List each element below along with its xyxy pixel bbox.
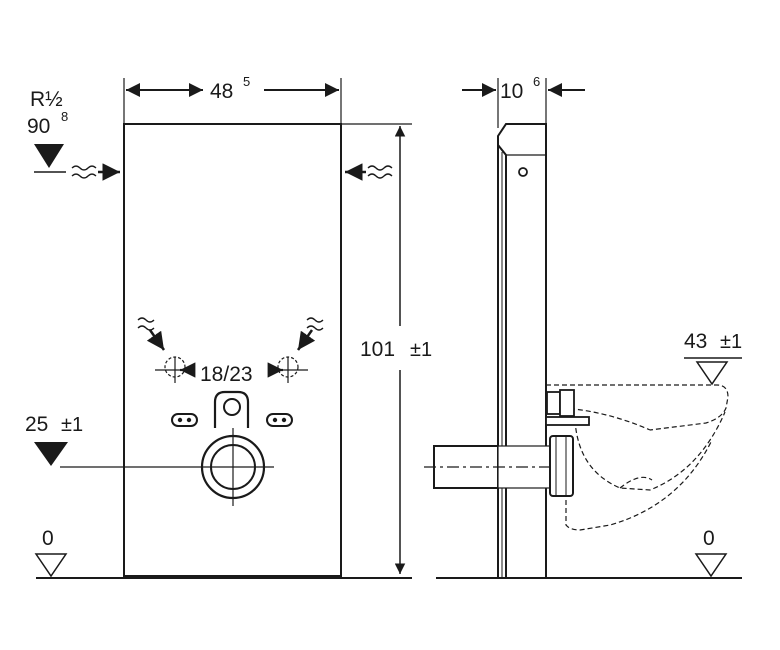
outlet-connections: 18/23 [137, 317, 324, 386]
floor-level-icon [34, 553, 68, 578]
side-drain-pipe [424, 435, 574, 497]
rim-level-icon [695, 361, 729, 386]
supply-height-sup: 8 [61, 109, 68, 124]
depth-label: 10 [500, 80, 523, 103]
width-dimension: 48 5 [123, 74, 342, 124]
depth-label-sup: 6 [533, 74, 540, 89]
cistern-panel [123, 123, 342, 577]
level-marker-filled-icon [34, 442, 68, 466]
fixing-slot-right [266, 413, 293, 427]
wave-outlet-right-icon [306, 317, 324, 331]
thread-label: R½ [30, 88, 63, 111]
width-label-sup: 5 [243, 74, 250, 89]
side-floor-level-icon [694, 553, 728, 578]
height-label: 101 [360, 338, 395, 361]
fixing-slot-left [171, 413, 198, 427]
rim-height-tolerance: ±1 [720, 331, 742, 353]
water-wave-left-icon [71, 165, 97, 179]
drain-connection [60, 428, 274, 506]
drain-height-label: 25 [25, 413, 48, 436]
front-view: 48 5 101 ±1 R½ 90 8 [25, 74, 432, 579]
height-tolerance: ±1 [410, 339, 432, 361]
depth-dimension: 10 6 [462, 74, 585, 128]
side-panel [497, 123, 547, 579]
supply-connection: R½ 90 8 [27, 88, 393, 181]
flush-fitting [545, 389, 590, 426]
rim-height-label: 43 [684, 330, 707, 353]
rim-height-marker: 43 ±1 [684, 330, 742, 386]
height-dimension: 101 ±1 [341, 123, 432, 574]
outlet-spacing-label: 18/23 [200, 363, 253, 386]
level-marker-icon [34, 144, 64, 168]
side-floor-label: 0 [703, 527, 715, 550]
supply-height-label: 90 [27, 115, 50, 138]
width-label: 48 [210, 80, 233, 103]
water-wave-right-icon [367, 165, 393, 179]
side-inlet-point [518, 167, 528, 177]
drain-height-marker: 25 ±1 [25, 413, 83, 466]
side-floor-marker: 0 [436, 527, 742, 579]
front-floor-marker: 0 [34, 527, 412, 579]
side-view: 10 6 [424, 74, 742, 579]
wave-outlet-left-icon [137, 317, 155, 331]
drain-height-tolerance: ±1 [61, 414, 83, 436]
front-floor-label: 0 [42, 527, 54, 550]
flush-inlet [213, 390, 250, 428]
